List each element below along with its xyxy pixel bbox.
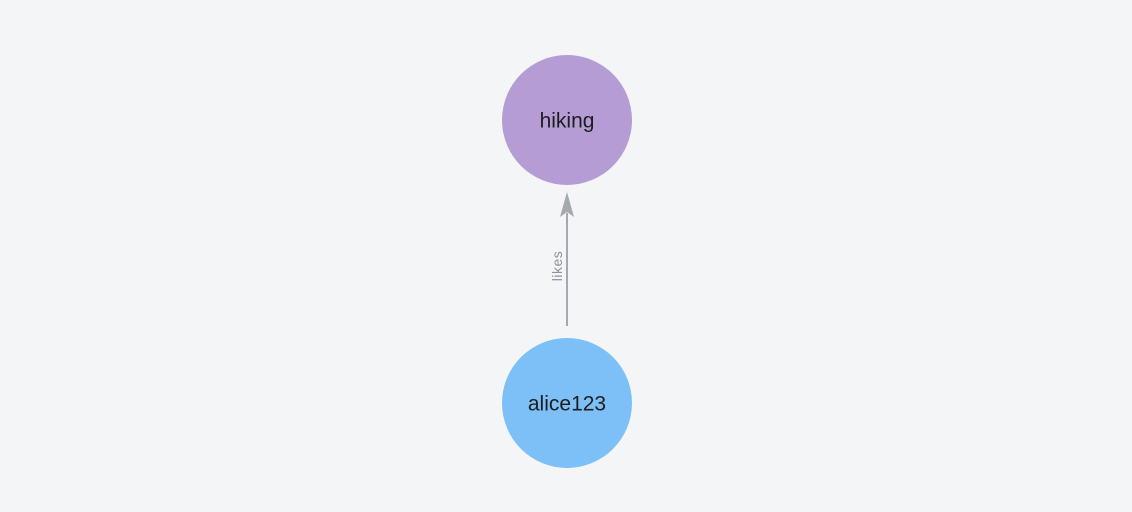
node-hiking-label: hiking bbox=[540, 110, 595, 133]
edge-label: likes bbox=[549, 251, 565, 282]
node-alice123[interactable]: alice123 bbox=[502, 338, 632, 468]
node-hiking-circle[interactable] bbox=[502, 55, 632, 185]
node-alice123-label: alice123 bbox=[528, 393, 606, 416]
edge-arrowhead-icon bbox=[560, 192, 574, 217]
edge-likes[interactable]: likes bbox=[549, 192, 574, 326]
node-hiking[interactable]: hiking bbox=[502, 55, 632, 185]
node-alice123-circle[interactable] bbox=[502, 338, 632, 468]
